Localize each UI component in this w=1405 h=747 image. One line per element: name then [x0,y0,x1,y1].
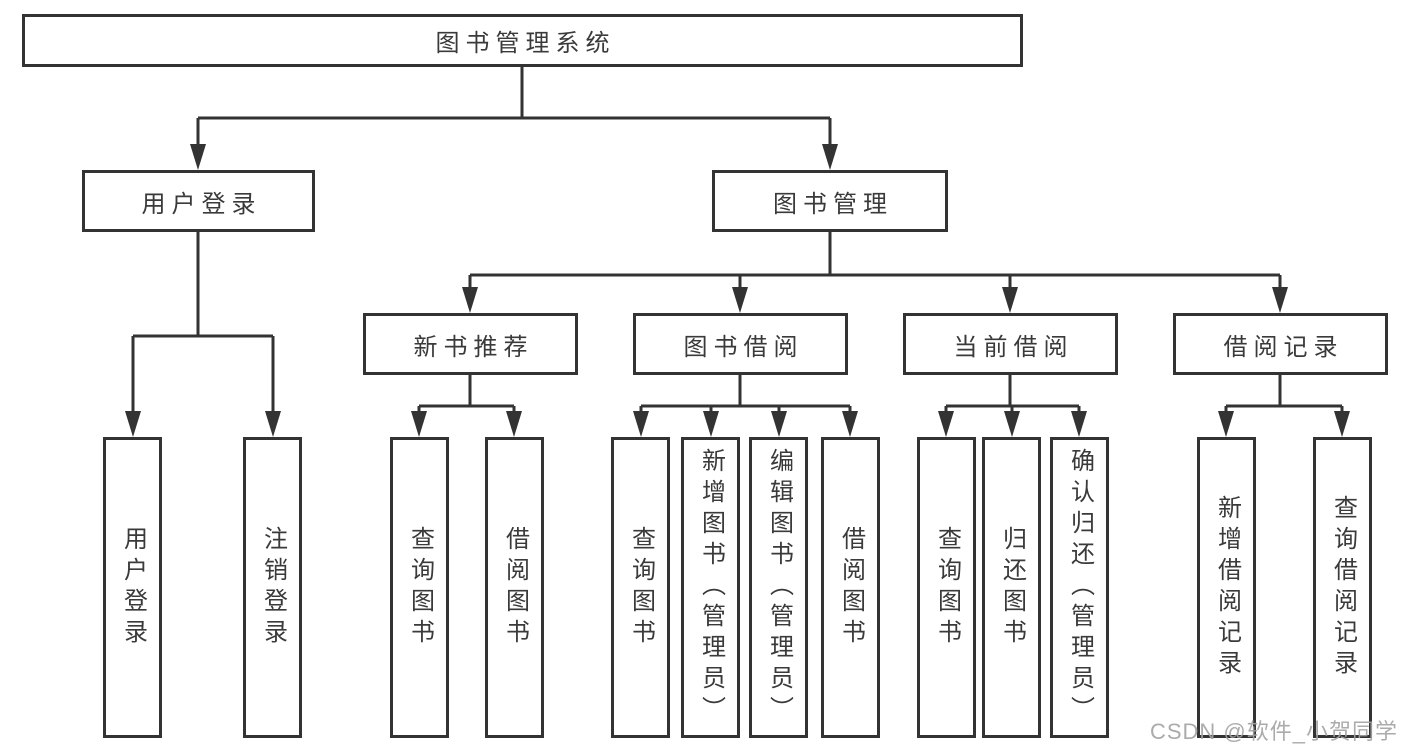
arrow-stems [131,118,1344,413]
node-user-login: 用户登录 [82,170,315,232]
arrowhead-icon [1218,411,1234,437]
node-label: 借阅记录 [1223,333,1344,361]
leaf-confirm-return-admin: 确认归还（管理员） [1050,437,1109,738]
node-book-borrowing: 图书借阅 [633,313,848,375]
arrowhead-icon [125,411,141,437]
node-label: 新增图书（管理员） [697,448,725,727]
node-label: 归还图书 [998,525,1026,650]
node-label: 借阅图书 [501,525,529,650]
leaf-return-books: 归还图书 [982,437,1041,738]
arrowhead-icon [190,144,206,170]
node-label: 查询借阅记录 [1329,494,1357,681]
node-label: 用户登录 [119,525,147,650]
node-label: 当前借阅 [953,333,1074,361]
node-label: 新增借阅记录 [1213,494,1241,681]
leaf-borrow-books-borrowing: 借阅图书 [821,437,880,738]
node-book-management: 图书管理 [712,170,948,232]
arrowhead-icon [1071,411,1087,437]
node-label: 查询图书 [406,525,434,650]
arrowhead-icon [822,144,838,170]
node-label: 查询图书 [627,525,655,650]
leaf-edit-books-admin: 编辑图书（管理员） [749,437,808,738]
leaf-user-login: 用户登录 [103,437,162,738]
arrowhead-icon [842,411,858,437]
node-borrowing-records: 借阅记录 [1173,313,1388,375]
leaf-add-borrow-record: 新增借阅记录 [1197,437,1256,738]
node-label: 图书借阅 [683,333,804,361]
node-label: 注销登录 [259,525,287,650]
arrowhead-icon [265,411,281,437]
arrowhead-icon [732,287,748,313]
node-label: 编辑图书（管理员） [765,448,793,727]
arrowhead-icon [1272,287,1288,313]
leaf-query-borrow-record: 查询借阅记录 [1313,437,1372,738]
node-label: 新书推荐 [413,333,534,361]
arrowhead-icon [1334,411,1350,437]
arrowhead-icon [411,411,427,437]
arrow-heads [125,144,1350,437]
node-current-borrowing: 当前借阅 [903,313,1118,375]
leaf-query-books-recommend: 查询图书 [390,437,449,738]
node-label: 确认归还（管理员） [1066,448,1094,727]
leaf-logout: 注销登录 [243,437,302,738]
node-library-management-system: 图书管理系统 [22,14,1023,67]
node-label: 借阅图书 [837,525,865,650]
node-label: 图书管理系统 [435,30,616,57]
arrowhead-icon [506,411,522,437]
leaf-add-books-admin: 新增图书（管理员） [681,437,740,738]
leaf-borrow-books-recommend: 借阅图书 [485,437,544,738]
arrowhead-icon [703,411,719,437]
node-new-book-recommend: 新书推荐 [363,313,578,375]
arrowhead-icon [1004,411,1020,437]
csdn-watermark: CSDN @软件_小贺同学 [1149,719,1398,744]
leaf-query-books-borrowing: 查询图书 [611,437,670,738]
arrowhead-icon [938,411,954,437]
node-label: 查询图书 [933,525,961,650]
node-label: 图书管理 [773,190,893,218]
arrowhead-icon [633,411,649,437]
node-label: 用户登录 [141,190,262,218]
leaf-query-books-current: 查询图书 [917,437,976,738]
arrowhead-icon [1002,287,1018,313]
arrowhead-icon [462,287,478,313]
connector-rails [133,67,1342,408]
arrowhead-icon [771,411,787,437]
